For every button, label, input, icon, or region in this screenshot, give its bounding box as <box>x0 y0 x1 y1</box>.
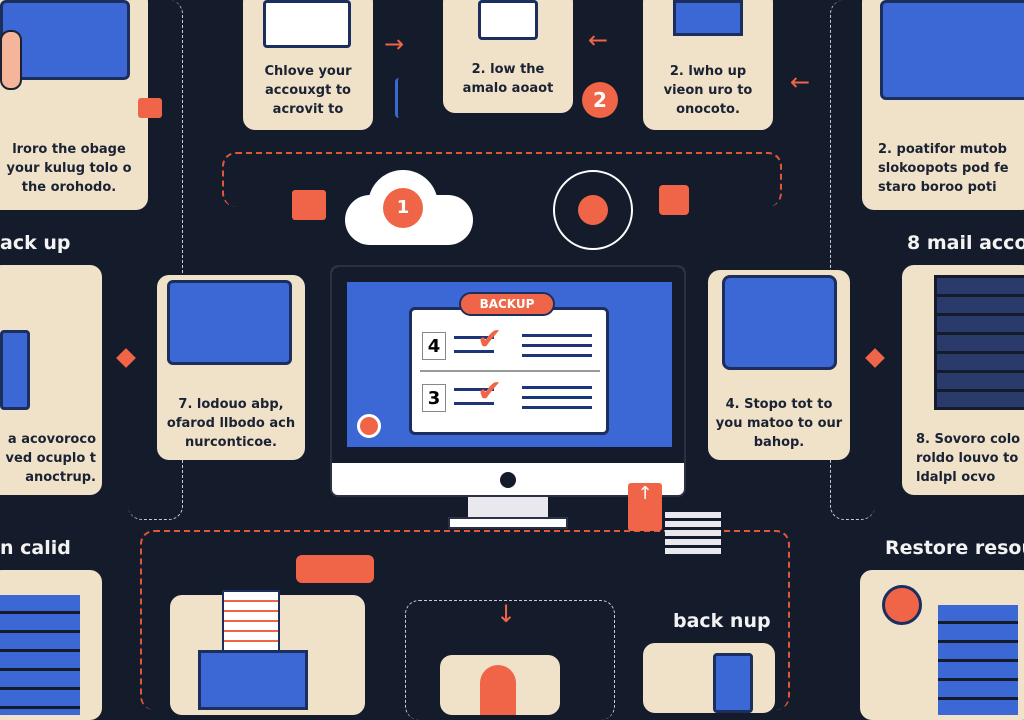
connector-top <box>222 152 782 207</box>
server-rack-icon <box>934 275 1024 410</box>
card-bottom-file <box>170 590 365 715</box>
mail-badge-icon <box>138 98 162 118</box>
card-top-left: lroro the obage your kulug tolo o the or… <box>0 0 148 210</box>
envelope-icon <box>167 280 292 365</box>
card-text: 8. Sovoro colo roldo louvo to ldalpl ocv… <box>916 432 1021 485</box>
folder-icon <box>198 650 308 710</box>
connector-bottom-center <box>405 600 615 720</box>
card-step-4: 4. Stopo tot to you matoo to our bahop. <box>708 270 850 460</box>
card-text: 2. poatifor mutob slokoopots pod fe star… <box>878 142 1009 195</box>
label-back-nup: back nup <box>673 610 771 632</box>
row-number: 3 <box>422 384 446 412</box>
card-text: 2. lwho up vieon uro to onocoto. <box>663 64 753 117</box>
card-step-2b: 2. lwho up vieon uro to onocoto. <box>643 0 773 130</box>
backup-window: 4 ✔ 3 ✔ <box>409 307 609 435</box>
mail-badge-icon <box>292 190 326 220</box>
tag-badge <box>296 555 374 583</box>
wifi-icon <box>395 78 413 118</box>
monitor-base <box>448 517 568 529</box>
upload-icon: ↑ <box>628 483 662 531</box>
step-circle-2: 2 <box>582 82 618 118</box>
card-text: 4. Stopo tot to you matoo to our bahop. <box>715 397 843 450</box>
hand-icon <box>0 30 22 90</box>
label-restore: Restore resou <box>885 537 1024 559</box>
card-text: 2. low the amalo aoaot <box>462 62 554 96</box>
card-mid-left: a acovoroco ved ocuplo t anoctrup. <box>0 265 102 495</box>
card-text: 7. lodouo abp, ofarod llbodo ach nurcont… <box>166 397 296 450</box>
person-screen-icon <box>673 0 743 36</box>
monitor-stand <box>468 497 548 517</box>
card-bottom-left <box>0 570 102 720</box>
backup-row: 4 ✔ <box>422 322 597 364</box>
envelope-icon <box>263 0 351 48</box>
label-back-up: ack up <box>0 232 71 254</box>
arrow-left-icon: ← <box>588 26 609 54</box>
arrow-down-icon: ↓ <box>496 600 517 628</box>
monitor-icon <box>880 0 1024 100</box>
card-step-2a: 2. low the amalo aoaot <box>443 0 573 113</box>
phone-icon <box>713 653 753 713</box>
label-calid: n calid <box>0 537 71 559</box>
checkmark-icon[interactable]: ✔ <box>477 374 503 409</box>
card-text: Chlove your accouxgt to acrovit to <box>264 64 352 117</box>
connector-bottom <box>140 530 790 710</box>
cloud-badge: 1 <box>383 188 423 228</box>
message-icon <box>722 275 837 370</box>
document-icon <box>222 590 280 660</box>
arrow-left-icon: ← <box>790 68 811 96</box>
record-button[interactable] <box>357 414 381 438</box>
card-top-right: 2. poatifor mutob slokoopots pod fe star… <box>862 0 1024 210</box>
card-bottom-backup <box>643 643 775 713</box>
backup-row: 3 ✔ <box>422 374 597 416</box>
camera-icon <box>500 472 516 488</box>
card-text: lroro the obage your kulug tolo o the or… <box>6 142 132 195</box>
arrow-right-icon: → <box>384 30 405 58</box>
card-step-7: 7. lodouo abp, ofarod llbodo ach nurcont… <box>157 275 305 460</box>
square-badge-icon <box>659 185 689 215</box>
server-rack-icon <box>0 595 80 715</box>
screen: 4 ✔ 3 ✔ BACKUP <box>347 282 672 447</box>
card-text: a acovoroco ved ocuplo t anoctrup. <box>5 432 96 485</box>
document-icon <box>478 0 538 40</box>
connector-right <box>830 0 875 520</box>
target-icon <box>553 170 633 250</box>
card-bottom-center <box>440 655 560 715</box>
card-bottom-right <box>860 570 1024 720</box>
label-mail-account: 8 mail acco <box>907 232 1024 254</box>
backup-badge: BACKUP <box>459 292 555 316</box>
row-number: 4 <box>422 332 446 360</box>
card-choose: Chlove your accouxgt to acrovit to <box>243 0 373 130</box>
card-mid-right: 8. Sovoro colo roldo louvo to ldalpl ocv… <box>902 265 1024 495</box>
person-icon <box>480 665 516 715</box>
stack-icon <box>665 512 721 554</box>
target-center <box>578 195 608 225</box>
server-rack-icon <box>938 605 1018 715</box>
checkmark-icon[interactable]: ✔ <box>477 322 503 357</box>
server-icon <box>0 330 30 410</box>
pin-icon <box>882 585 922 625</box>
connector-left <box>128 0 183 520</box>
monitor: 4 ✔ 3 ✔ BACKUP <box>330 265 686 497</box>
